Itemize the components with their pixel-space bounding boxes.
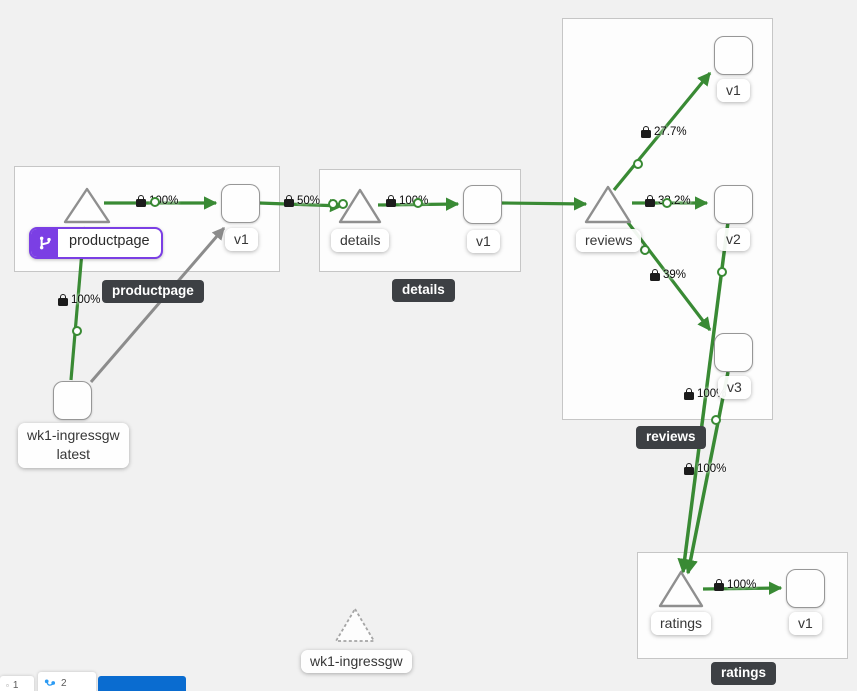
traffic-point-icon <box>633 159 643 169</box>
edge-label-v3-ratings[interactable]: 100% <box>684 462 726 475</box>
box-title-productpage: productpage <box>102 280 204 303</box>
mtls-lock-icon <box>684 387 694 400</box>
node-label-reviews-v2: v2 <box>717 228 750 251</box>
node-reviews-v1[interactable] <box>714 36 753 75</box>
node-ingressgw[interactable] <box>53 381 92 420</box>
traffic-point-icon <box>150 197 160 207</box>
graph-count-chip-2[interactable]: 2 <box>38 672 96 691</box>
node-count-icon: ▫ <box>6 681 9 690</box>
node-service-ratings[interactable] <box>658 570 704 608</box>
box-title-reviews: reviews <box>636 426 706 449</box>
node-label-details: details <box>331 229 390 252</box>
node-idle-service-ingressgw[interactable] <box>335 608 375 642</box>
edge-reviews-to-v1[interactable] <box>612 71 712 192</box>
node-ratings-v1[interactable] <box>786 569 825 608</box>
traffic-point-icon <box>72 326 82 336</box>
edge-reviewsv2-to-ratings[interactable] <box>677 221 730 574</box>
edge-reviewsv3-to-ratings[interactable] <box>683 371 730 575</box>
node-reviews-v2[interactable] <box>714 185 753 224</box>
edge-label-ratings-v1[interactable]: 100% <box>714 578 756 591</box>
traffic-point-icon <box>711 415 721 425</box>
node-service-productpage[interactable] <box>63 187 111 224</box>
edge-ingressgw-to-productpagev1[interactable] <box>89 227 226 383</box>
app-graph-icon <box>44 679 56 686</box>
mtls-lock-icon <box>641 125 651 138</box>
traffic-point-icon <box>338 199 348 209</box>
traffic-point-icon <box>662 198 672 208</box>
edge-label-ingress-productpage[interactable]: 100% <box>58 293 100 306</box>
traffic-point-icon <box>717 267 727 277</box>
traffic-point-icon <box>640 245 650 255</box>
node-label-ratings: ratings <box>651 612 712 635</box>
mtls-lock-icon <box>58 293 68 306</box>
node-label-reviews: reviews <box>576 229 642 252</box>
mtls-lock-icon <box>136 194 146 207</box>
virtual-service-icon <box>31 229 58 257</box>
node-label-reviews-v3: v3 <box>718 376 751 399</box>
mtls-lock-icon <box>386 194 396 207</box>
mtls-lock-icon <box>284 194 294 207</box>
traffic-point-icon <box>328 199 338 209</box>
mtls-lock-icon <box>650 268 660 281</box>
node-label-idle-ingressgw: wk1-ingressgw <box>301 650 412 673</box>
mtls-lock-icon <box>684 462 694 475</box>
mtls-lock-icon <box>645 194 655 207</box>
node-productpage-v1[interactable] <box>221 184 260 223</box>
edge-label-reviews-v3[interactable]: 39% <box>650 268 686 281</box>
edge-detailsv1-to-reviews[interactable] <box>501 197 588 211</box>
node-label-ingressgw: wk1-ingressgw latest <box>18 423 129 468</box>
node-label-details-v1: v1 <box>467 230 500 253</box>
mtls-lock-icon <box>714 578 724 591</box>
node-label-productpage[interactable]: productpage <box>29 227 163 259</box>
graph-count-chip-1[interactable]: ▫ 1 <box>0 676 34 691</box>
box-title-details: details <box>392 279 455 302</box>
legend-button[interactable] <box>98 676 186 691</box>
traffic-point-icon <box>413 198 423 208</box>
edge-label-50[interactable]: 50% <box>284 194 320 207</box>
node-label-reviews-v1: v1 <box>717 79 750 102</box>
node-label-ratings-v1: v1 <box>789 612 822 635</box>
box-title-ratings: ratings <box>711 662 777 685</box>
node-label-productpage-v1: v1 <box>225 228 258 251</box>
node-reviews-v3[interactable] <box>714 333 753 372</box>
node-details-v1[interactable] <box>463 185 502 224</box>
node-service-details[interactable] <box>338 188 382 224</box>
edge-label-reviews-v1[interactable]: 27.7% <box>641 125 687 138</box>
node-service-reviews[interactable] <box>584 185 632 224</box>
